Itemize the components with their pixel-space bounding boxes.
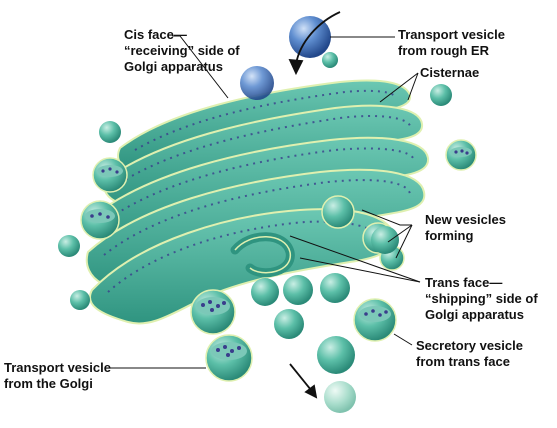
vesicle: [371, 226, 399, 254]
vesicle: [320, 273, 350, 303]
cisterna: [89, 208, 396, 325]
label-line: forming: [425, 228, 474, 243]
arrow-out-trans: [289, 363, 312, 391]
vesicle: [324, 381, 356, 413]
vesicle: [58, 235, 80, 257]
leader-new-vesicles: [361, 209, 412, 226]
label-cis-face: Cis face— “receiving” side of Golgi appa…: [124, 27, 240, 75]
label-line: from the Golgi: [4, 376, 93, 391]
label-line: “receiving” side of: [124, 43, 240, 58]
label-line: Cisternae: [420, 65, 480, 80]
label-trans-face: Trans face— “shipping” side of Golgi app…: [425, 275, 538, 323]
vesicle: [274, 309, 304, 339]
budding-vesicle: [321, 195, 355, 229]
label-line: Trans face—: [425, 275, 503, 290]
label-line: Transport vesicle: [398, 27, 505, 42]
label-new-vesicles: New vesicles forming: [425, 212, 506, 244]
label-transport-vesicle-golgi: Transport vesicle from the Golgi: [4, 360, 111, 392]
secretory-vesicle: [353, 298, 397, 342]
vesicle: [70, 290, 90, 310]
label-secretory-vesicle: Secretory vesicle from trans face: [416, 338, 523, 370]
label-transport-vesicle-er: Transport vesicle from rough ER: [398, 27, 505, 59]
leader-new-vesicles-3: [395, 224, 413, 259]
label-line: New vesicles: [425, 212, 506, 227]
vesicle: [283, 275, 313, 305]
arrow-out-trans-head: [304, 384, 318, 399]
label-line: Golgi apparatus: [124, 59, 223, 74]
vesicles: [58, 16, 477, 413]
leader-cisternae-2: [407, 72, 419, 101]
label-line: Cis face—: [124, 27, 187, 42]
label-line: from trans face: [416, 354, 510, 369]
leader-new-vesicles-2: [387, 224, 413, 243]
label-line: Transport vesicle: [4, 360, 111, 375]
leader-trans-face: [289, 235, 421, 283]
arrow-into-cis: [295, 11, 341, 65]
label-line: “shipping” side of: [425, 291, 538, 306]
vesicle: [322, 52, 338, 68]
leader-cis-face: [172, 35, 229, 99]
cut-vesicle: [445, 139, 477, 171]
arrows: [288, 11, 341, 399]
transport-vesicle-golgi: [205, 334, 253, 382]
arrow-into-cis-head: [288, 58, 304, 76]
fusing-vesicle: [240, 66, 274, 100]
vesicle: [99, 121, 121, 143]
golgi-stack: [85, 79, 430, 325]
leader-lines: [110, 35, 421, 369]
label-cisternae: Cisternae: [420, 65, 479, 81]
vesicle: [430, 84, 452, 106]
label-line: Golgi apparatus: [425, 307, 524, 322]
cut-vesicle: [92, 157, 128, 193]
transport-vesicle-er: [289, 16, 331, 58]
cut-vesicle: [80, 200, 120, 240]
label-line: Secretory vesicle: [416, 338, 523, 353]
vesicle: [317, 336, 355, 374]
label-line: from rough ER: [398, 43, 489, 58]
leader-secretory: [393, 333, 413, 346]
cut-vesicle: [190, 289, 236, 335]
vesicle: [251, 278, 279, 306]
leader-trans-face-2: [299, 257, 421, 283]
leader-cisternae: [379, 72, 419, 103]
